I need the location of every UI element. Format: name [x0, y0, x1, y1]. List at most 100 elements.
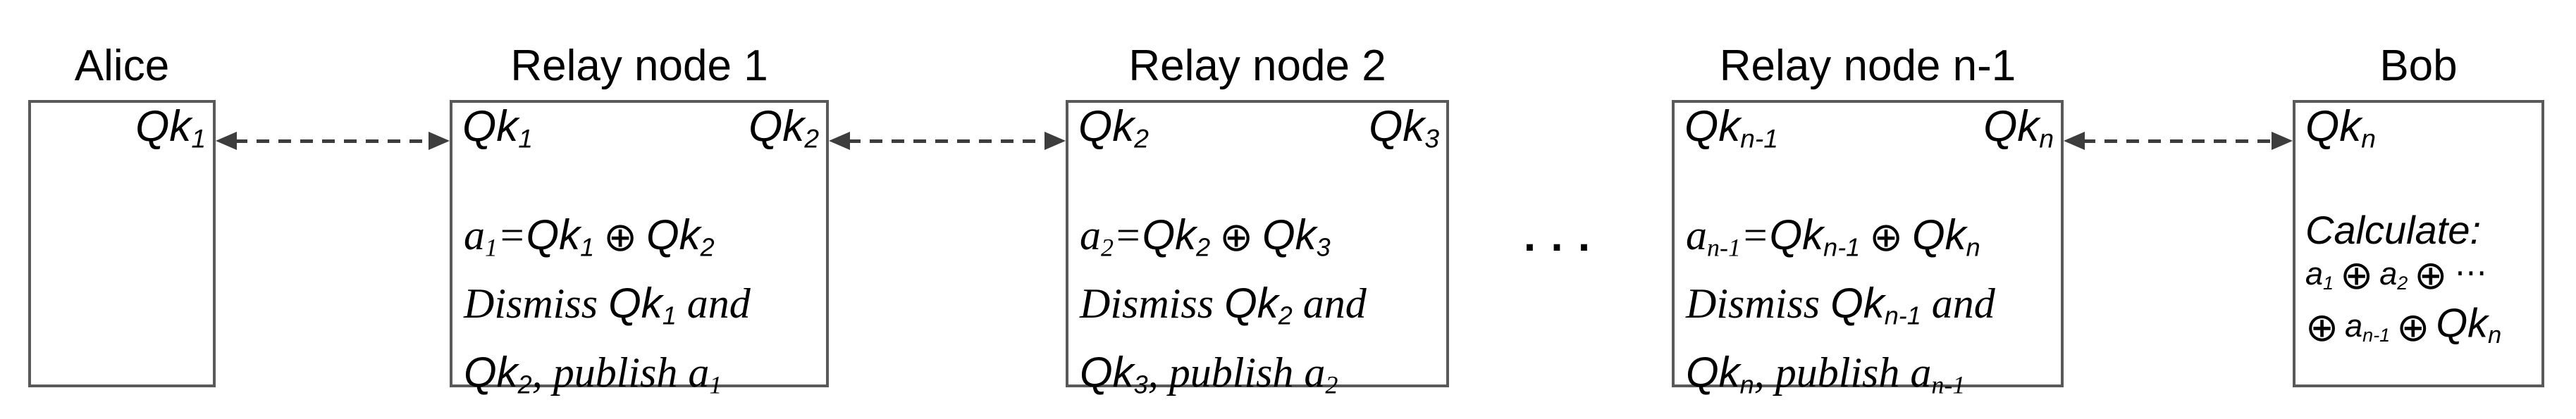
key-subscript: 2: [700, 232, 715, 262]
key-name: Qk: [1142, 211, 1197, 258]
qkd-link-arrow-2: [829, 131, 1066, 151]
relay-1-title: Relay node 1: [510, 42, 768, 90]
arrowhead-left-icon: [216, 132, 237, 150]
bob-body: Calculate: a1⊕a2⊕··· ⊕an-1⊕Qkn: [2305, 207, 2540, 356]
relay-n-1-formula-line: an-1=Qkn-1⊕Qkn: [1686, 207, 2058, 275]
bob-key-label: Qkn: [2305, 104, 2376, 161]
publish-word: , publish: [531, 349, 689, 396]
key-name: Qk: [1262, 211, 1317, 258]
arrowhead-right-icon: [2272, 132, 2293, 150]
formula-var: a: [1080, 212, 1101, 258]
key-subscript: n: [1739, 370, 1754, 399]
relay-n-1-publish-line: Qkn, publish an-1: [1686, 344, 2058, 413]
key-name: Qk: [646, 211, 701, 258]
key-name: Qk: [2305, 102, 2362, 151]
relay-n-1-body: an-1=Qkn-1⊕Qkn Dismiss Qkn-1 and Qkn, pu…: [1686, 207, 2058, 413]
formula-var: a: [2345, 308, 2363, 344]
key-subscript: 1: [580, 232, 595, 262]
key-name: Qk: [1369, 102, 1425, 151]
key-subscript: 3: [1316, 232, 1331, 262]
alice-key-row: Qk1: [31, 104, 213, 161]
qkd-link-arrow-1: [216, 131, 450, 151]
key-name: Qk: [1080, 348, 1134, 396]
key-name: Qk: [135, 102, 192, 151]
dashed-line: [848, 139, 1047, 143]
key-name: Qk: [526, 211, 581, 258]
relay-1-publish-line: Qk2, publish a1: [464, 344, 823, 413]
xor-operator-icon: ⊕: [2340, 252, 2374, 299]
key-subscript: n: [2361, 123, 2376, 154]
and-word: and: [676, 280, 751, 327]
arrowhead-right-icon: [1044, 132, 1066, 150]
key-subscript: n: [2039, 123, 2054, 154]
and-word: and: [1292, 280, 1367, 327]
relay-2-right-key-label: Qk3: [1369, 104, 1439, 161]
key-name: Qk: [1911, 211, 1966, 258]
dashed-line: [235, 139, 431, 143]
key-name: Qk: [1078, 102, 1135, 151]
published-var: a: [1910, 349, 1932, 396]
equals-sign: =: [1114, 212, 1142, 258]
relay-n-1-left-key-label: Qkn-1: [1684, 104, 1778, 161]
key-name: Qk: [462, 102, 519, 151]
formula-var: a: [2379, 256, 2398, 292]
bob-xor-line-2: ⊕an-1⊕Qkn: [2305, 301, 2540, 356]
formula-var: a: [2305, 256, 2324, 292]
key-name: Qk: [1684, 102, 1741, 151]
relay-2-formula-line: a2=Qk2⊕Qk3: [1080, 207, 1443, 275]
relay-2-publish-line: Qk3, publish a2: [1080, 344, 1443, 413]
formula-var-subscript: 2: [2397, 273, 2408, 294]
key-subscript: 2: [517, 370, 532, 399]
alice-key-label: Qk1: [135, 104, 206, 161]
key-name: Qk: [748, 102, 805, 151]
key-subscript: n-1: [1823, 232, 1861, 262]
relay-1-formula-line: a1=Qk1⊕Qk2: [464, 207, 823, 275]
relay-n-1-dismiss-line: Dismiss Qkn-1 and: [1686, 275, 2058, 344]
key-subscript: 2: [1134, 123, 1149, 154]
key-name: Qk: [608, 280, 663, 327]
relay-1-left-key-label: Qk1: [462, 104, 533, 161]
key-subscript: n: [2487, 322, 2502, 349]
ellipsis-separator: . . .: [1523, 212, 1592, 261]
qkd-link-arrow-3: [2064, 131, 2293, 151]
relay-1-dismiss-line: Dismiss Qk1 and: [464, 275, 823, 344]
bob-calculate-heading: Calculate:: [2305, 208, 2482, 252]
published-var-subscript: 2: [1325, 370, 1338, 399]
formula-var-subscript: n-1: [2362, 325, 2391, 346]
key-name: Qk: [1224, 280, 1278, 327]
key-subscript: n-1: [1884, 301, 1921, 330]
relay-n-1-title: Relay node n-1: [1719, 42, 2016, 90]
relay-n-1-right-key-label: Qkn: [1983, 104, 2054, 161]
xor-operator-icon: ⊕: [1219, 214, 1253, 261]
xor-operator-icon: ⊕: [1869, 214, 1903, 261]
relay-1-right-key-label: Qk2: [748, 104, 819, 161]
bob-key-row: Qkn: [2295, 104, 2541, 161]
key-subscript: n: [1966, 232, 1980, 262]
key-subscript: 2: [804, 123, 819, 154]
key-subscript: 1: [662, 301, 677, 330]
key-name: Qk: [464, 348, 518, 396]
formula-var-subscript: n-1: [1707, 233, 1741, 262]
key-name: Qkn: [2436, 301, 2502, 349]
xor-operator-icon: ⊕: [2305, 304, 2339, 351]
key-name: Qk: [1830, 280, 1885, 327]
key-subscript: 3: [1424, 123, 1439, 154]
published-var: a: [1304, 349, 1326, 396]
publish-word: , publish: [1754, 349, 1911, 396]
key-subscript: 1: [191, 123, 206, 154]
arrowhead-left-icon: [2064, 132, 2085, 150]
key-subscript: n-1: [1740, 123, 1778, 154]
published-var-subscript: n-1: [1931, 370, 1966, 399]
bob-title: Bob: [2379, 42, 2458, 90]
and-word: and: [1921, 280, 1995, 327]
continuation-dots: ···: [2455, 255, 2488, 292]
key-subscript: 1: [518, 123, 533, 154]
arrowhead-right-icon: [429, 132, 450, 150]
relay-2-title: Relay node 2: [1128, 42, 1386, 90]
dismiss-word: Dismiss: [1080, 280, 1225, 327]
publish-word: , publish: [1147, 349, 1305, 396]
alice-node-box: Qk1: [28, 100, 216, 387]
bob-xor-line-1: a1⊕a2⊕···: [2305, 254, 2540, 304]
